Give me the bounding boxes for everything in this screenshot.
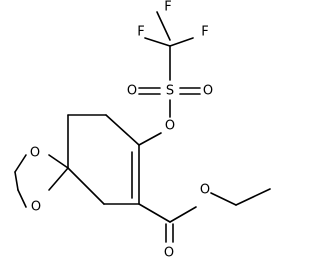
atom-o-carbonyl: O — [164, 246, 174, 258]
atom-s: S — [166, 84, 174, 99]
bond-spiro-o-upper — [48, 154, 69, 169]
bond-carbonyl-o-single — [169, 206, 197, 223]
bond-ring-c8-c9 — [105, 114, 140, 146]
bond-ethyl-ch2-ch3 — [235, 188, 271, 206]
atom-o-ketal-upper: O — [30, 146, 40, 161]
atom-o-sulfonyl-left: O — [127, 84, 137, 99]
bond-f1-c — [156, 11, 171, 41]
atom-f-top: F — [164, 0, 171, 15]
atom-o-sulfonyl-right: O — [203, 84, 213, 99]
atom-o-triflate: O — [165, 119, 175, 134]
bond-f2-c — [144, 37, 171, 47]
bond-ch2-o-lower — [17, 189, 27, 208]
atom-o-ketal-lower: O — [31, 200, 41, 215]
atom-o-ester-single: O — [200, 183, 210, 198]
bond-o-ethyl-ch2 — [210, 192, 237, 206]
bond-ch2-ch2 — [14, 171, 19, 191]
chemical-structure-diagram: F F F S O O O O O O O — [14, 0, 271, 258]
bond-ring-spiro-c6 — [67, 167, 105, 205]
atom-f-left: F — [137, 25, 144, 40]
bond-o-triflate-c8 — [138, 132, 162, 146]
atom-f-right: F — [201, 25, 208, 40]
bond-f3-c — [169, 37, 194, 47]
bond-spiro-o-lower — [48, 167, 69, 191]
bond-c7-carbonyl — [138, 203, 171, 223]
bond-o-upper-ch2 — [14, 154, 27, 173]
